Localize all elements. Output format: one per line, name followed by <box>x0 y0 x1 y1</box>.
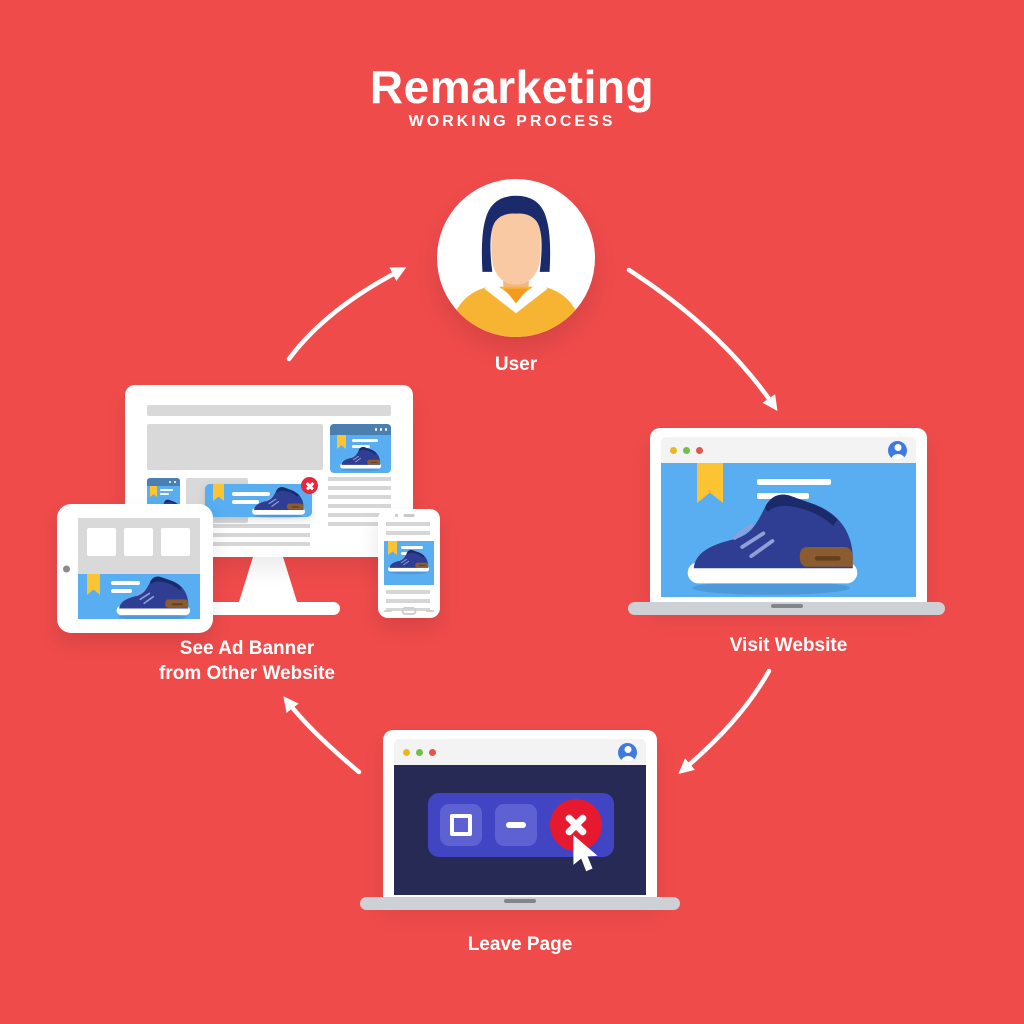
text-placeholder-line <box>352 445 370 448</box>
window-dot-red-icon <box>429 748 436 756</box>
speaker-icon <box>403 514 415 517</box>
see-ad-banner-label-line1: See Ad Banner <box>179 638 315 659</box>
profile-icon <box>618 742 637 762</box>
leave-page-browser <box>383 730 657 902</box>
ad-banner <box>384 541 434 585</box>
text-placeholder-line <box>757 479 831 485</box>
text-placeholder-lines <box>205 524 310 546</box>
webpage-content <box>661 463 916 597</box>
arrow-user-to-visit-icon <box>626 267 778 412</box>
monitor-stand <box>238 555 298 605</box>
text-placeholder-line <box>352 439 378 442</box>
window-dot-green-icon <box>416 748 423 756</box>
phone-button-icon <box>384 609 392 612</box>
ad-close-icon <box>301 477 318 494</box>
visit-website-label: Visit Website <box>729 635 848 656</box>
page-title: Remarketing <box>369 61 655 113</box>
text-placeholder-line <box>111 589 132 593</box>
text-placeholder-line <box>160 493 169 495</box>
sneaker-image <box>683 491 865 597</box>
maximize-button-icon <box>440 804 482 846</box>
camera-icon <box>395 514 398 517</box>
ad-card-titlebar <box>330 424 391 435</box>
bookmark-ribbon-icon <box>150 486 157 497</box>
text-placeholder-line <box>401 546 423 549</box>
thumbnail-placeholder <box>124 528 153 556</box>
page-header-placeholder <box>78 518 200 574</box>
browser-toolbar <box>394 739 646 765</box>
thumbnail-placeholder <box>161 528 190 556</box>
phone-webpage <box>384 520 434 613</box>
window-dot-green-icon <box>683 446 690 454</box>
window-dots-icon <box>670 446 703 454</box>
browser-toolbar <box>661 437 916 463</box>
laptop-base <box>628 602 945 615</box>
text-placeholder-line <box>232 492 270 496</box>
page-header-placeholder <box>147 405 391 416</box>
see-ad-banner-label: See Ad Banner from Other Website <box>116 636 378 686</box>
phone-device <box>378 509 440 618</box>
visit-website-laptop <box>650 428 927 604</box>
ad-banner <box>205 477 318 519</box>
home-button-icon <box>401 607 417 615</box>
text-placeholder-line <box>111 581 140 585</box>
window-dots-icon <box>403 748 436 756</box>
minimize-button-icon <box>495 804 537 846</box>
text-placeholder-line <box>232 500 259 504</box>
dot-icon <box>379 428 382 431</box>
ad-popup-card <box>330 424 391 473</box>
page-subtitle: WORKING PROCESS <box>408 113 616 130</box>
sneaker-image <box>250 486 308 519</box>
leave-page-label: Leave Page <box>467 934 573 955</box>
bookmark-ribbon-icon <box>87 574 100 595</box>
arrow-leave-to-see-ad-icon <box>283 696 362 775</box>
phone-button-icon <box>426 609 434 612</box>
window-dot-yellow-icon <box>403 748 410 756</box>
tablet-webpage <box>78 518 200 619</box>
user-label: User <box>494 354 538 375</box>
text-placeholder-lines <box>386 590 430 611</box>
ad-card-titlebar <box>147 478 180 486</box>
window-dot-yellow-icon <box>670 446 677 454</box>
sneaker-image <box>339 446 383 472</box>
bookmark-ribbon-icon <box>213 484 224 501</box>
arrow-visit-to-leave-icon <box>678 668 772 774</box>
person-icon <box>448 195 584 337</box>
user-avatar <box>437 179 595 337</box>
cursor-icon <box>573 835 598 872</box>
window-dot-red-icon <box>696 446 703 454</box>
laptop-base <box>360 897 680 910</box>
tablet-device <box>57 504 213 633</box>
ad-banner <box>78 574 200 619</box>
camera-icon <box>63 565 70 572</box>
dot-icon <box>384 428 387 431</box>
bookmark-ribbon-icon <box>388 541 397 555</box>
dot-icon <box>168 480 171 484</box>
image-placeholder <box>147 424 323 470</box>
sneaker-image <box>387 549 431 575</box>
webpage-content <box>394 765 646 895</box>
bookmark-ribbon-icon <box>337 435 346 449</box>
text-placeholder-lines <box>386 522 430 539</box>
thumbnail-placeholder <box>87 528 116 556</box>
dot-icon <box>173 480 176 484</box>
monitor-base <box>202 602 340 615</box>
text-placeholder-line <box>160 489 173 491</box>
arrow-see-ad-to-user-icon <box>286 267 407 362</box>
see-ad-banner-label-line2: from Other Website <box>159 663 335 684</box>
profile-icon <box>888 440 907 460</box>
dot-icon <box>374 428 377 431</box>
sneaker-image <box>114 575 194 619</box>
